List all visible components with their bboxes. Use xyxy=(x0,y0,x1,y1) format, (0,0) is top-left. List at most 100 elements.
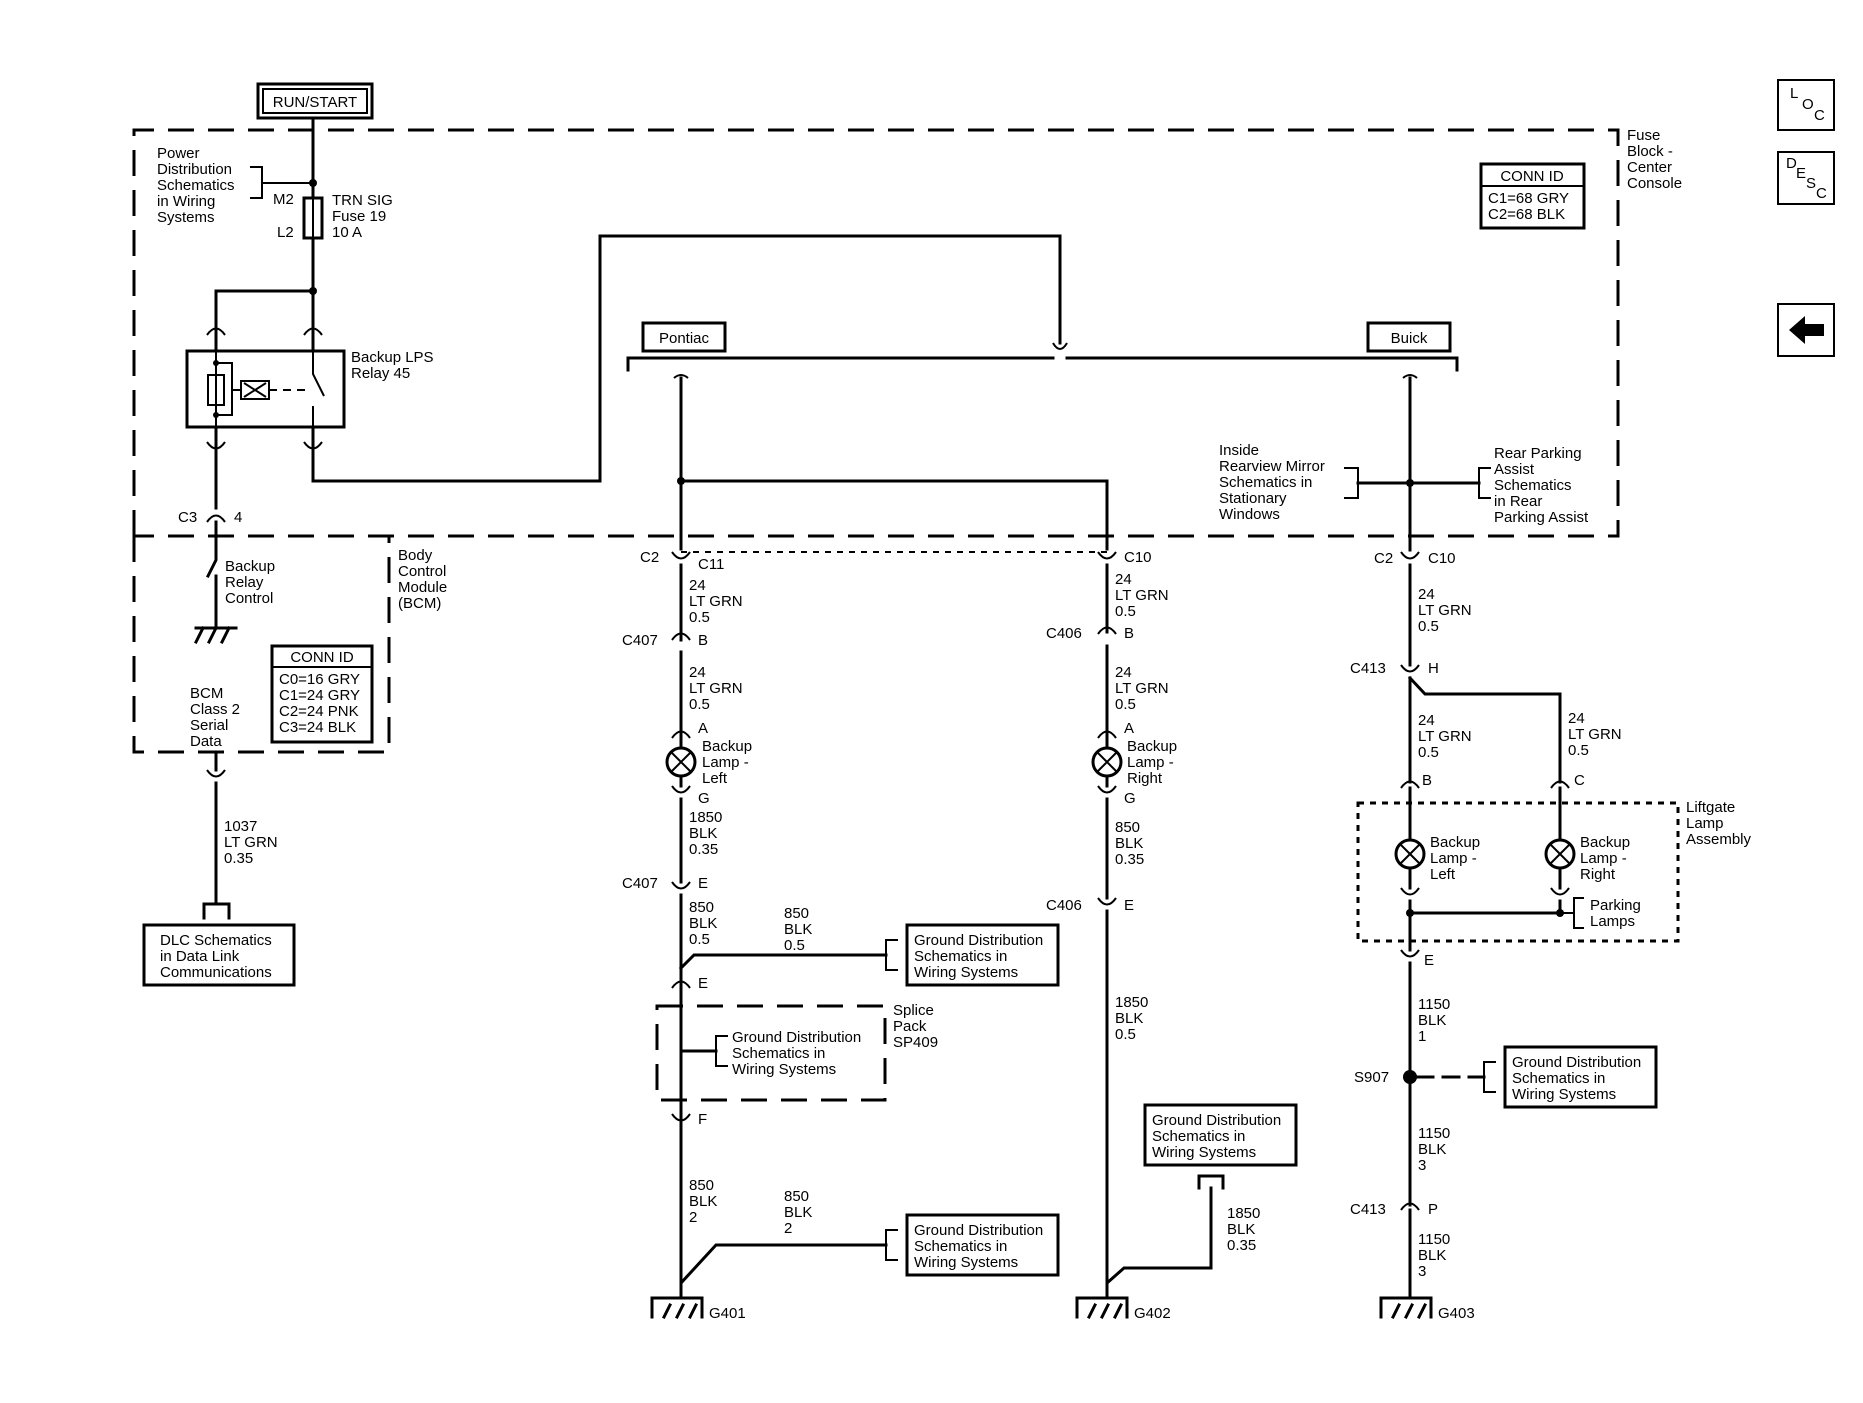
wire-1850-g402-label: 1850 BLK 0.35 xyxy=(1227,1205,1260,1254)
desc-letter-s: S xyxy=(1806,175,1816,192)
svg-text:Backup: Backup xyxy=(225,558,275,575)
svg-text:Schematics in: Schematics in xyxy=(914,1238,1007,1255)
svg-text:24: 24 xyxy=(689,577,706,594)
relay-node-b xyxy=(213,412,219,418)
svg-text:Rearview Mirror: Rearview Mirror xyxy=(1219,458,1325,475)
liftgate-pin-c: C xyxy=(1574,772,1585,789)
svg-text:Liftgate: Liftgate xyxy=(1686,799,1735,816)
c3-connector xyxy=(206,514,226,523)
lamp-right-connector-a xyxy=(1097,730,1117,739)
back-button-frame[interactable] xyxy=(1777,303,1835,357)
svg-text:LT GRN: LT GRN xyxy=(1418,602,1472,619)
svg-text:Ground Distribution: Ground Distribution xyxy=(1152,1112,1281,1129)
svg-text:Ground Distribution: Ground Distribution xyxy=(914,1222,1043,1239)
svg-text:Lamp -: Lamp - xyxy=(1580,850,1627,867)
wire-850-right-label: 850 BLK 0.35 xyxy=(1115,819,1144,868)
svg-text:Systems: Systems xyxy=(157,209,215,226)
svg-text:Wiring Systems: Wiring Systems xyxy=(914,1254,1018,1271)
desc-button-frame[interactable] xyxy=(1777,151,1835,205)
c10-connector-pontiac xyxy=(1097,551,1117,560)
desc-button[interactable]: D E S C xyxy=(1777,151,1835,205)
c2-connector-buick xyxy=(1400,551,1420,560)
svg-text:3: 3 xyxy=(1418,1157,1426,1174)
relay-connector-top xyxy=(206,327,323,336)
fuse-block-conn-id-title: CONN ID xyxy=(1500,168,1564,185)
svg-text:Control: Control xyxy=(398,563,446,580)
liftgate-outline xyxy=(1356,801,1680,943)
svg-text:C1=24 GRY: C1=24 GRY xyxy=(279,687,360,704)
svg-text:BLK: BLK xyxy=(784,1204,812,1221)
run-start-box-inner xyxy=(262,88,368,114)
pds-bracket xyxy=(250,166,313,199)
svg-text:LT GRN: LT GRN xyxy=(224,834,278,851)
wire-1150-a-label: 1150 BLK 1 xyxy=(1418,996,1450,1045)
bcm-relay-switch xyxy=(205,520,218,594)
c2-label-buick: C2 xyxy=(1374,550,1393,567)
liftgate-lamp-left-label: Backup Lamp - Left xyxy=(1430,834,1480,883)
wire-24-left-label: 24 LT GRN 0.5 xyxy=(689,577,743,626)
c413-label: C413 xyxy=(1350,660,1386,677)
svg-text:Wiring Systems: Wiring Systems xyxy=(914,964,1018,981)
relay-stubs xyxy=(214,333,315,444)
liftgate-connectors-bottom xyxy=(1400,887,1570,896)
svg-text:Lamp: Lamp xyxy=(1686,815,1724,832)
svg-text:C1=68 GRY: C1=68 GRY xyxy=(1488,190,1569,207)
svg-text:BLK: BLK xyxy=(689,825,717,842)
relay-coil-x xyxy=(243,382,267,398)
c2-connector-pontiac xyxy=(671,551,691,560)
wire-850-a-label: 850 BLK 0.5 xyxy=(689,899,717,948)
lamp-right-pin-a: A xyxy=(1124,720,1134,737)
wire-24-right2-label: 24 LT GRN 0.5 xyxy=(1115,664,1169,713)
svg-text:Fuse 19: Fuse 19 xyxy=(332,208,386,225)
s907-label: S907 xyxy=(1354,1069,1389,1086)
c413b-label: C413 xyxy=(1350,1201,1386,1218)
svg-text:24: 24 xyxy=(1568,710,1585,727)
bcm-serial-data-label: BCM Class 2 Serial Data xyxy=(190,685,240,750)
svg-text:1150: 1150 xyxy=(1418,1125,1450,1142)
svg-text:Block -: Block - xyxy=(1627,143,1673,160)
mirror-ref-bracket xyxy=(1344,467,1359,499)
mirror-reference: Inside Rearview Mirror Schematics in Sta… xyxy=(1219,442,1325,523)
pontiac-junction xyxy=(677,477,685,485)
loc-button-frame[interactable] xyxy=(1777,79,1835,131)
relay-node-a xyxy=(213,360,219,366)
liftgate-name: Liftgate Lamp Assembly xyxy=(1686,799,1752,848)
svg-text:Splice: Splice xyxy=(893,1002,934,1019)
m2-junction xyxy=(309,179,317,187)
svg-text:BLK: BLK xyxy=(689,915,717,932)
wire-1037-label: 1037 LT GRN 0.35 xyxy=(224,818,278,867)
loc-button[interactable]: L O C xyxy=(1777,79,1835,131)
svg-text:Parking Assist: Parking Assist xyxy=(1494,509,1589,526)
back-button[interactable] xyxy=(1777,303,1835,357)
wire-850-d-label: 850 BLK 2 xyxy=(784,1188,812,1237)
ground-ref-2-box xyxy=(905,1213,1060,1277)
rpa-ref-bracket xyxy=(1478,467,1491,499)
g401-ground-symbol xyxy=(650,1296,704,1320)
wire-24-left2-label: 24 LT GRN 0.5 xyxy=(689,664,743,713)
svg-text:0.35: 0.35 xyxy=(224,850,253,867)
wire-24-lt-grn-liftgate xyxy=(1407,675,1562,784)
svg-text:Parking: Parking xyxy=(1590,897,1641,914)
back-arrow-icon xyxy=(1789,316,1824,344)
dlc-bracket xyxy=(202,902,231,920)
svg-text:Console: Console xyxy=(1627,175,1682,192)
svg-text:Body: Body xyxy=(398,547,433,564)
splice-pack-name: Splice Pack SP409 xyxy=(893,1002,938,1051)
wire-relay-output xyxy=(311,234,1062,483)
loc-letter-l: L xyxy=(1790,85,1798,102)
fuse-block-name: Fuse Block - Center Console xyxy=(1627,127,1682,192)
svg-text:24: 24 xyxy=(689,664,706,681)
g401-label: G401 xyxy=(709,1305,746,1322)
svg-text:Fuse: Fuse xyxy=(1627,127,1660,144)
loc-letter-c: C xyxy=(1814,107,1825,124)
svg-text:BLK: BLK xyxy=(1418,1012,1446,1029)
svg-text:0.5: 0.5 xyxy=(689,609,710,626)
svg-text:0.5: 0.5 xyxy=(1418,744,1439,761)
dlc-reference: DLC Schematics in Data Link Communicatio… xyxy=(160,932,272,981)
svg-text:24: 24 xyxy=(1115,571,1132,588)
svg-text:850: 850 xyxy=(784,1188,809,1205)
c407-connector xyxy=(671,632,691,641)
option-bus xyxy=(626,356,1459,372)
bcm-ground-symbol xyxy=(193,625,238,645)
c407-pin-b: B xyxy=(698,632,708,649)
